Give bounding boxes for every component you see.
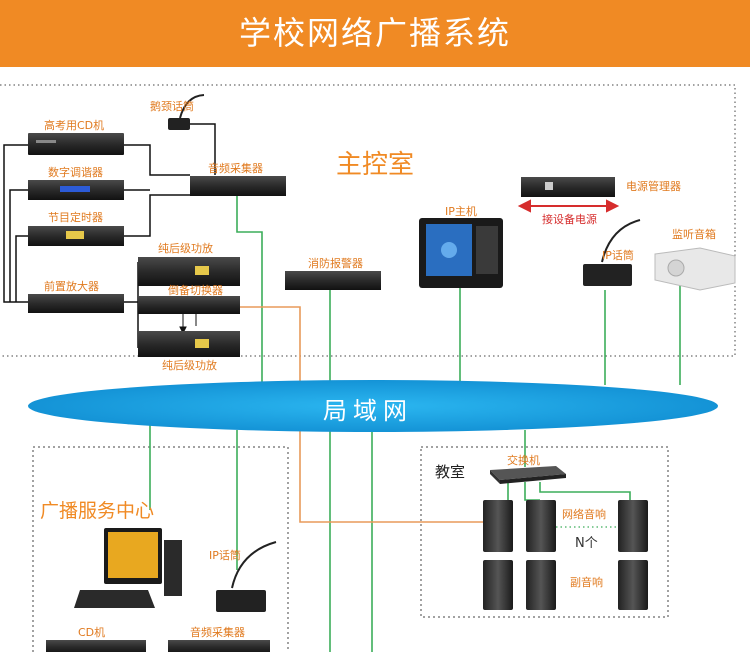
zone-broadcast-center-label: 广播服务中心 [40,500,155,522]
exam-cd-label: 高考用CD机 [44,119,105,132]
pure-amp-bottom-label: 纯后级功放 [162,359,217,372]
monitor-speaker-label: 监听音箱 [672,228,716,241]
power-manager-label: 电源管理器 [626,180,681,193]
computer-device [74,528,182,608]
timer-label: 节目定时器 [48,211,103,224]
exam-cd-device [28,133,124,155]
speaker-row-top [483,500,648,552]
classroom-border [420,446,669,618]
center-ip-mic-label: IP话筒 [209,549,241,562]
zone-classroom-label: 教室 [435,463,466,481]
lan-ellipse [28,380,718,432]
center-ip-mic-device [216,541,277,612]
page-title: 学校网络广播系统 [238,14,511,52]
monitor-speaker-device [654,247,736,291]
power-manager-device [521,177,615,197]
center-cd-device [46,640,146,652]
lan-label: 局域网 [323,397,413,425]
main-control-border [0,84,736,357]
backup-switcher-device [138,296,240,314]
pure-amp-bottom-device [138,331,240,357]
digital-tuner-label: 数字调谐器 [48,166,103,179]
ip-host-device [419,218,503,288]
zone-main-control-label: 主控室 [336,150,415,180]
connect-power-label: 接设备电源 [542,213,597,226]
timer-device [28,226,124,246]
ip-host-label: IP主机 [445,205,477,218]
audio-collector-device [190,176,286,196]
broadcast-center-border [32,446,289,652]
green-links [149,196,681,652]
gooseneck-mic-label: 鹅颈话筒 [150,100,194,113]
backup-switcher-label: 倒备切换器 [168,284,223,297]
center-cd-label: CD机 [78,626,106,639]
preamp-label: 前置放大器 [44,280,99,293]
gooseneck-mic-device [168,94,205,130]
power-arrow [517,199,620,213]
preamp-device [28,294,124,313]
network-speaker-label: 网络音响 [562,508,606,521]
header-bar: 学校网络广播系统 [0,0,750,67]
pure-amp-top-label: 纯后级功放 [158,242,213,255]
center-audio-collector-device [168,640,270,652]
speaker-row-bottom [483,560,648,610]
pure-amp-top-device [138,257,240,286]
network-switch-device [490,466,566,484]
ip-mic-label: IP话筒 [602,249,634,262]
fire-alarm-label: 消防报警器 [308,257,363,270]
n-units-label: N个 [575,536,598,551]
switch-label: 交换机 [507,454,540,467]
fire-alarm-device [285,271,381,290]
audio-collector-label: 音频采集器 [208,162,263,175]
center-audio-collector-label: 音频采集器 [190,626,245,639]
sub-speaker-label: 副音响 [570,576,603,589]
digital-tuner-device [28,180,124,200]
ip-mic-device [583,219,641,286]
